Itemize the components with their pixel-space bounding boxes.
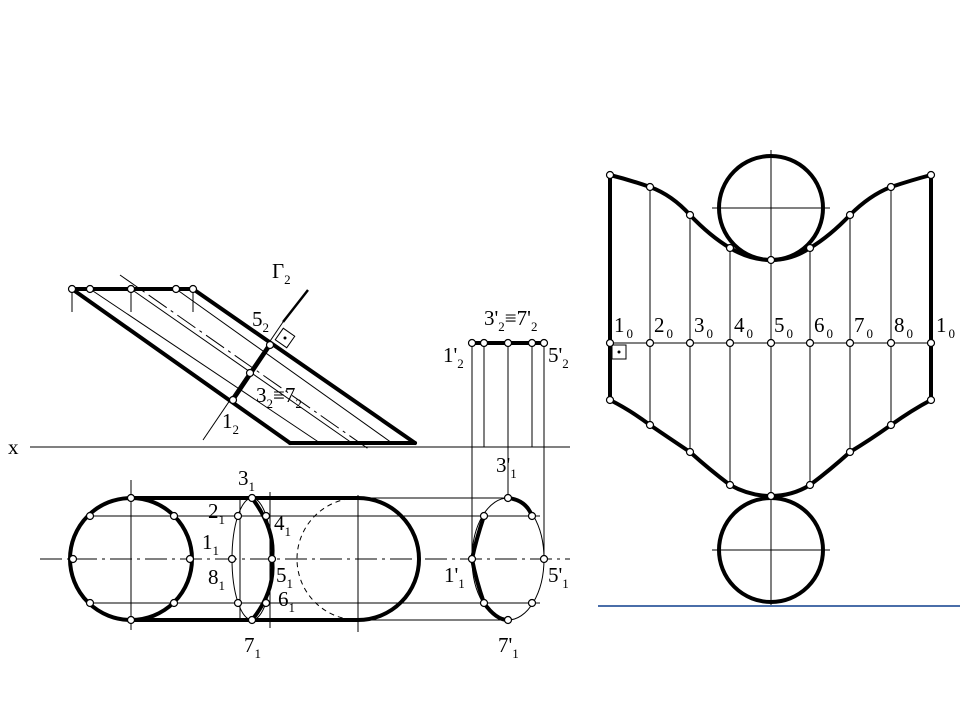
top-point-5-label: 51 — [276, 563, 293, 591]
plane-label: Γ2 — [272, 259, 291, 287]
front-view: Γ2 52 32≡72 12 — [67, 259, 417, 451]
top-point-3-label: 31 — [238, 466, 255, 494]
profile-point-1-label: 1'1 — [444, 563, 465, 591]
axis-label: x — [8, 435, 19, 459]
top-point-1-label: 11 — [202, 530, 219, 558]
top-view: 31 21 41 11 81 51 61 71 — [40, 466, 570, 661]
top-point-7-label: 71 — [244, 633, 261, 661]
side-top-label: 3'2≡7'2 — [484, 306, 537, 334]
projection-axis: x — [8, 435, 570, 459]
side-left-label: 1'2 — [443, 343, 464, 371]
front-point-5-label: 52 — [252, 307, 269, 335]
profile-point-5-label: 5'1 — [548, 563, 569, 591]
top-point-2-label: 21 — [208, 499, 225, 527]
top-point-8-label: 81 — [208, 565, 225, 593]
profile-point-3-label: 3'1 — [496, 453, 517, 481]
front-point-3-7-label: 32≡72 — [256, 383, 302, 411]
side-right-label: 5'2 — [548, 343, 569, 371]
side-view: 3'2≡7'2 1'2 5'2 — [443, 306, 569, 447]
profile-point-7-label: 7'1 — [498, 633, 519, 661]
front-point-1-label: 12 — [222, 409, 239, 437]
top-point-6-label: 61 — [278, 587, 295, 615]
top-point-4-label: 41 — [274, 511, 291, 539]
profile-section-view: 3'1 1'1 5'1 7'1 — [444, 447, 569, 661]
